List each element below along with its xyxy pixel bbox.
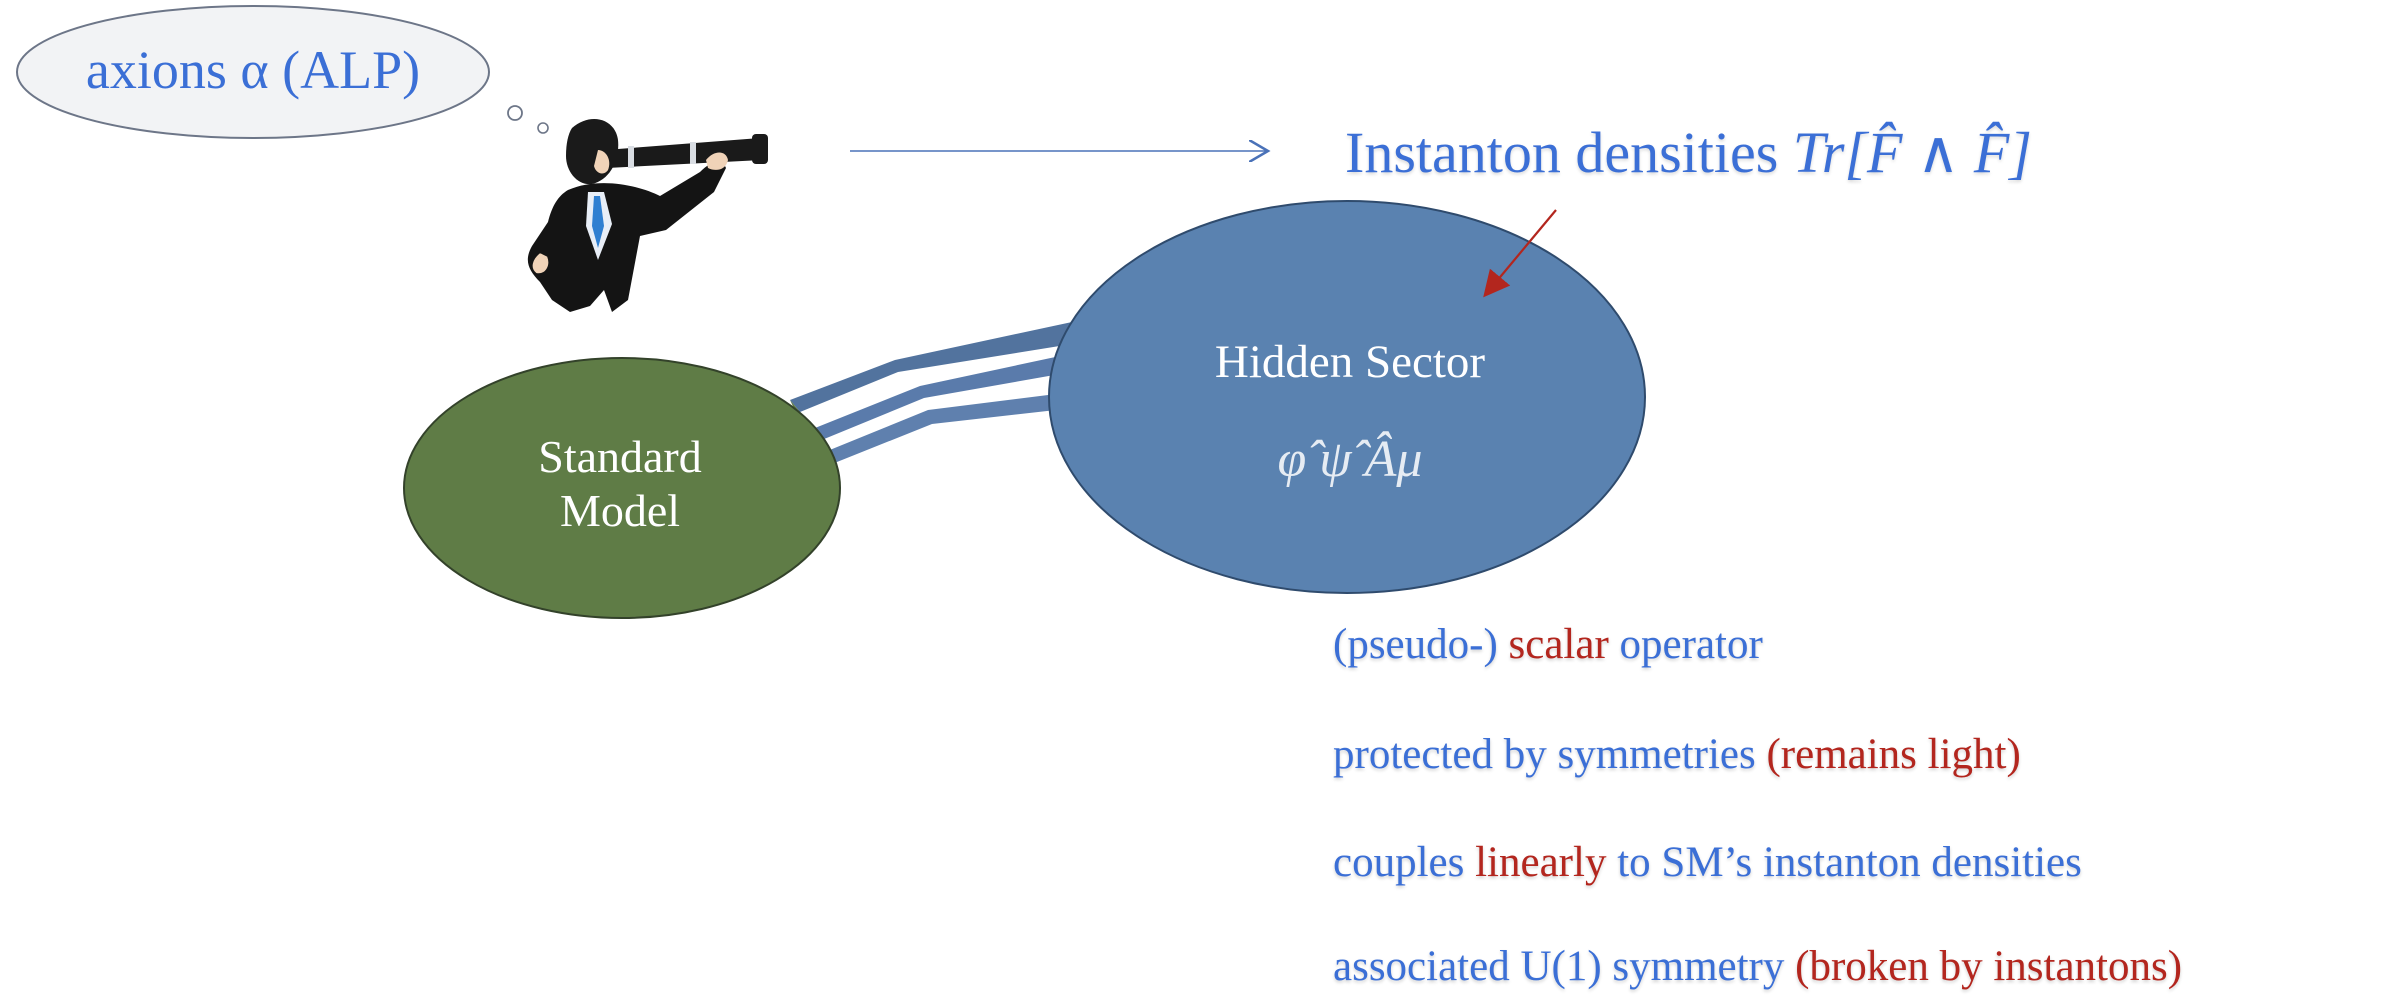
standard-model-line2: Model (559, 485, 681, 536)
property-4-part-2: (broken by instantons) (1795, 943, 2183, 990)
hidden-sector-node (1048, 200, 1646, 594)
instanton-label-text: Instanton densities (1345, 120, 1779, 185)
standard-model-label: Standard Model (410, 430, 830, 538)
property-2-part-2: (remains light) (1766, 731, 2021, 778)
property-line-2: protected by symmetries (remains light) (1333, 730, 2021, 779)
hidden-sector-title: Hidden Sector (1214, 336, 1486, 388)
property-line-3: couples linearly to SM’s instanton densi… (1333, 838, 2082, 887)
hidden-sector-fields: φ̂ ψ̂ Âμ (1277, 431, 1423, 488)
instanton-formula: Tr[F̂ ∧ F̂] (1792, 120, 2032, 185)
property-1-part-3: operator (1608, 621, 1763, 668)
thought-dot-small (537, 122, 549, 134)
property-line-4: associated U(1) symmetry (broken by inst… (1333, 942, 2182, 991)
property-4-part-1: associated U(1) symmetry (1333, 943, 1796, 990)
property-line-1: (pseudo-) scalar operator (1333, 620, 1763, 669)
coupling-bands (790, 322, 1072, 468)
property-3-part-1: couples (1333, 839, 1476, 886)
property-3-part-3: to SM’s instanton densities (1606, 839, 2082, 886)
thought-bubble (16, 5, 490, 139)
property-1-part-1: (pseudo-) (1333, 621, 1509, 668)
man-with-telescope-icon (527, 118, 768, 312)
thought-dot-large (507, 105, 523, 121)
instanton-label: Instanton densities Tr[F̂ ∧ F̂] (1345, 118, 2032, 186)
standard-model-line1: Standard (538, 431, 702, 482)
property-1-part-2: scalar (1508, 621, 1609, 668)
property-2-part-1: protected by symmetries (1333, 731, 1767, 778)
standard-model-node (403, 357, 841, 619)
thought-bubble-text: axions α (ALP) (85, 40, 421, 100)
instanton-arrow (1483, 209, 1557, 298)
property-3-part-2: linearly (1475, 839, 1607, 886)
